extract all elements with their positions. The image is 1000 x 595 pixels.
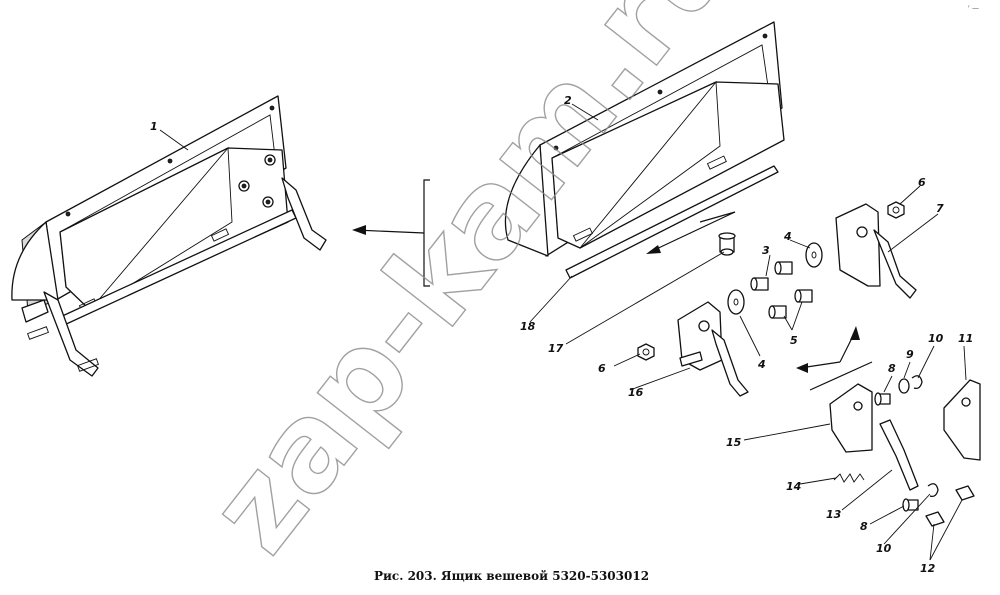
callout-14: 14: [786, 480, 801, 493]
clip-part-10-lower: [927, 483, 939, 498]
washer-part-9: [898, 378, 910, 394]
bolts-part-3: [750, 261, 793, 291]
clips-part-12: [925, 485, 975, 527]
bolt-part-8-upper: [874, 392, 891, 406]
plate-part-11: [943, 379, 981, 461]
strip-part-18: [565, 165, 779, 279]
callout-4-upper: 4: [783, 230, 792, 243]
clip-part-10-upper: [911, 375, 923, 390]
corner-mark: ʳ —: [968, 4, 979, 12]
callout-13: 13: [826, 508, 842, 521]
callout-6-upper: 6: [918, 176, 926, 189]
nut-part-6-lower: [637, 343, 655, 361]
callout-2: 2: [564, 94, 572, 107]
bolts-part-5: [768, 289, 813, 319]
callout-4-lower: 4: [757, 358, 766, 371]
callout-10-upper: 10: [928, 332, 944, 345]
callout-11: 11: [958, 332, 973, 345]
callout-8-lower: 8: [860, 520, 868, 533]
leader-lines: [159, 103, 967, 561]
callout-1: 1: [150, 120, 158, 133]
callout-9: 9: [906, 348, 914, 361]
hinge-part-16: [677, 301, 749, 397]
callout-16: 16: [628, 386, 644, 399]
callout-15: 15: [726, 436, 742, 449]
callout-5: 5: [790, 334, 798, 347]
callout-17: 17: [548, 342, 564, 355]
pin-part-17: [718, 232, 736, 256]
callout-12: 12: [920, 562, 936, 575]
washers-part-4: [727, 242, 823, 315]
watermark-text: zap-kam.ru: [183, 0, 762, 578]
callout-7: 7: [936, 202, 944, 215]
plate-part-15: [829, 383, 873, 453]
callout-10-lower: 10: [876, 542, 892, 555]
callout-18: 18: [520, 320, 536, 333]
bolt-part-8-lower: [902, 498, 919, 512]
box-body-part-2: [504, 21, 785, 257]
callout-3: 3: [762, 244, 770, 257]
nut-part-6-upper: [887, 201, 905, 219]
assembly-arrow: [352, 179, 430, 287]
figure-caption: Рис. 203. Ящик вешевой 5320-5303012: [374, 569, 649, 583]
assembled-storage-box: [11, 95, 327, 377]
spring-part-14: [833, 473, 865, 483]
lever-part-13: [879, 419, 919, 491]
callout-6-lower: 6: [598, 362, 606, 375]
callout-numbers: 1 2 3 4 4 5 6 6 7 8 8 9 10 10 11 12 13 1…: [150, 94, 973, 575]
box-assembly-arrows: [646, 211, 736, 254]
callout-8-upper: 8: [888, 362, 896, 375]
hinge-part-7: [835, 203, 917, 299]
subassembly-arrow: [796, 326, 873, 391]
